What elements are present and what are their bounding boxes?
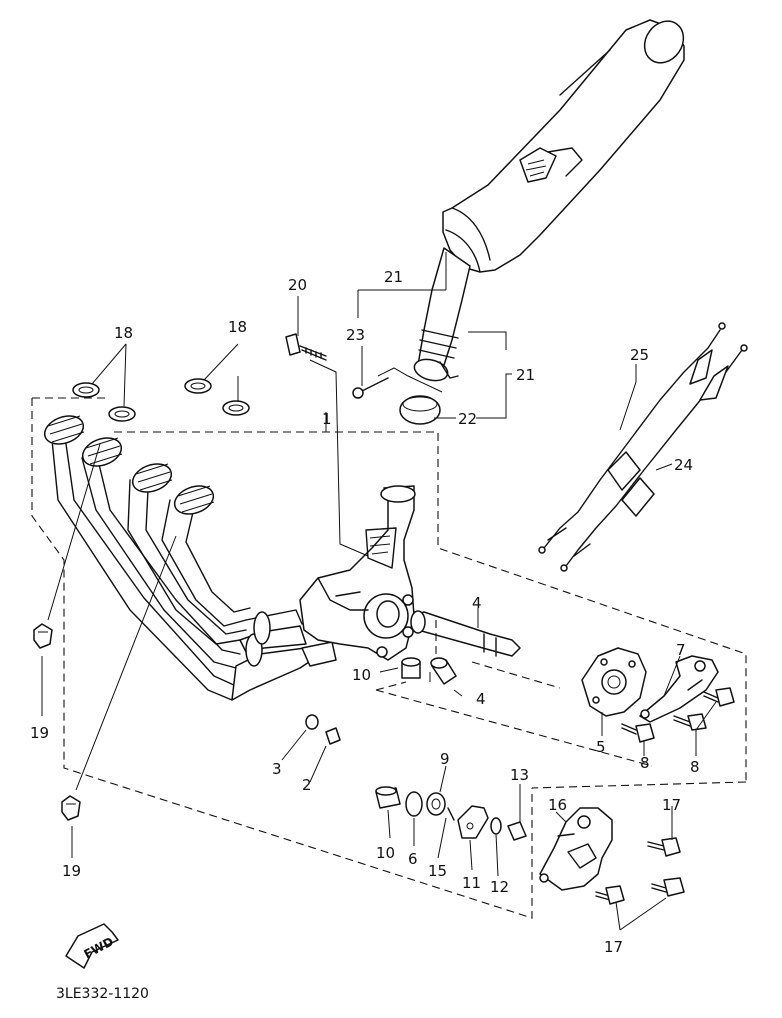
muffler [442, 19, 685, 273]
nut-19-upper [33, 623, 53, 649]
callout-8-right: 8 [690, 758, 700, 776]
callout-21-right: 21 [516, 366, 535, 384]
callout-25: 25 [630, 346, 649, 364]
nut-19-lower [61, 795, 81, 821]
callout-23: 23 [346, 326, 365, 344]
bolt-23 [352, 377, 389, 399]
header-flanges [43, 415, 215, 515]
callout-17-top: 17 [662, 796, 681, 814]
callout-19-upper: 19 [30, 724, 49, 742]
bolt-2 [325, 727, 341, 745]
diagram-code: 3LE332-1120 [56, 986, 149, 1002]
spacer-10-upper [401, 657, 421, 679]
callout-17-bottom: 17 [604, 938, 623, 956]
callout-18-right: 18 [228, 318, 247, 336]
callout-24: 24 [674, 456, 693, 474]
assembly-outlines [31, 397, 747, 919]
callout-19-lower: 19 [62, 862, 81, 880]
bolt-20 [285, 333, 327, 361]
callout-18-left: 18 [114, 324, 133, 342]
callout-7: 7 [676, 641, 686, 659]
gaskets-18 [72, 378, 250, 422]
callout-10-upper: 10 [352, 666, 371, 684]
callout-numbers: 18 18 20 21 23 21 22 1 25 24 4 7 10 4 5 … [30, 268, 700, 956]
callout-6: 6 [408, 850, 418, 868]
callout-13: 13 [510, 766, 529, 784]
callout-4-lower: 4 [476, 690, 486, 708]
leader-lines [41, 252, 717, 931]
callout-1: 1 [322, 410, 332, 428]
callout-20: 20 [288, 276, 307, 294]
lower-spacer-parts [375, 786, 527, 841]
callout-9: 9 [440, 750, 450, 768]
servo-motor-16 [539, 807, 613, 891]
shaft-4 [410, 610, 521, 657]
gasket-22 [399, 395, 441, 425]
muffler-connecting-pipe [413, 247, 471, 382]
callout-4-top: 4 [472, 594, 482, 612]
callout-8-left: 8 [640, 754, 650, 772]
callout-22: 22 [458, 410, 477, 428]
servo-pulley-5 [581, 647, 647, 717]
bushing-4-lower [430, 657, 457, 685]
callout-12: 12 [490, 878, 509, 896]
throttle-cables-24-25 [538, 322, 748, 572]
callout-3: 3 [272, 760, 282, 778]
lever-7 [639, 655, 719, 723]
callout-11: 11 [462, 874, 481, 892]
callout-21-top: 21 [384, 268, 403, 286]
callout-15: 15 [428, 862, 447, 880]
fwd-arrow-icon: FWD [65, 923, 119, 969]
callout-16: 16 [548, 796, 567, 814]
callout-10-lower: 10 [376, 844, 395, 862]
exhaust-header-pipes [51, 439, 337, 701]
callout-2: 2 [302, 776, 312, 794]
bolts-17 [595, 837, 685, 905]
bolts-8 [621, 687, 735, 743]
collector-body [299, 485, 416, 661]
callout-5: 5 [596, 738, 606, 756]
washer-3 [305, 714, 319, 730]
